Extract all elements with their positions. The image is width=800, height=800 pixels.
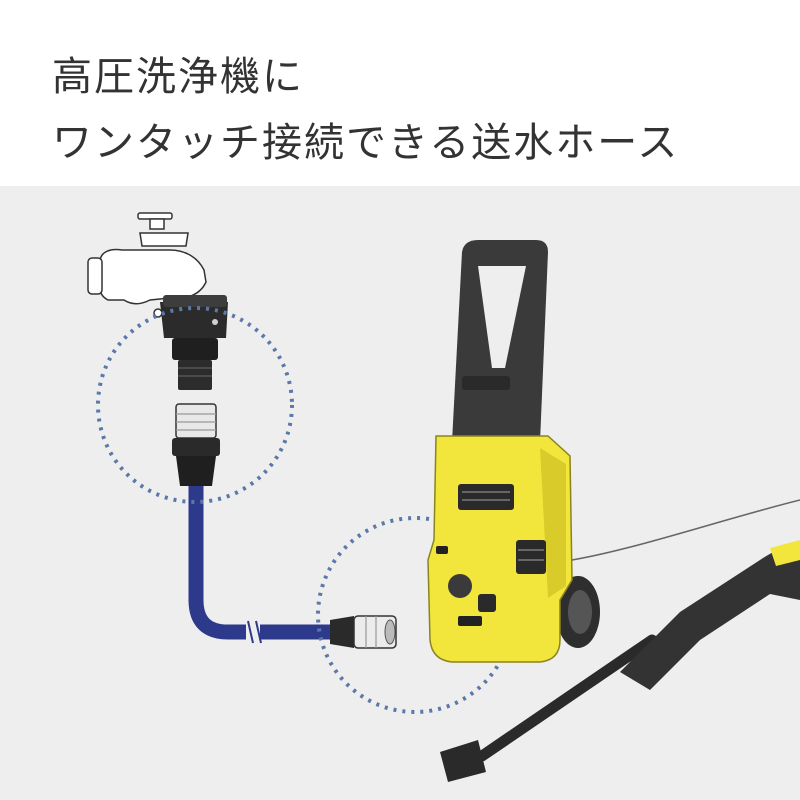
page-title: 高圧洗浄機に ワンタッチ接続できる送水ホース bbox=[52, 44, 679, 176]
header: 高圧洗浄機に ワンタッチ接続できる送水ホース bbox=[0, 0, 800, 186]
hose-icon bbox=[188, 486, 335, 644]
faucet-icon bbox=[87, 212, 207, 318]
hose-connector-icon bbox=[172, 403, 220, 486]
washer-connector-icon bbox=[330, 615, 397, 649]
pressure-hose-icon bbox=[571, 499, 800, 561]
highlight-circle-tap bbox=[96, 306, 294, 504]
product-illustration bbox=[0, 186, 800, 800]
spray-gun-icon bbox=[440, 540, 800, 782]
illustration-svg bbox=[87, 212, 800, 782]
title-line-2: ワンタッチ接続できる送水ホース bbox=[52, 120, 680, 166]
title-line-1: 高圧洗浄機に bbox=[52, 54, 304, 100]
tap-adapter-icon bbox=[160, 295, 228, 390]
pressure-washer-icon bbox=[427, 240, 600, 663]
